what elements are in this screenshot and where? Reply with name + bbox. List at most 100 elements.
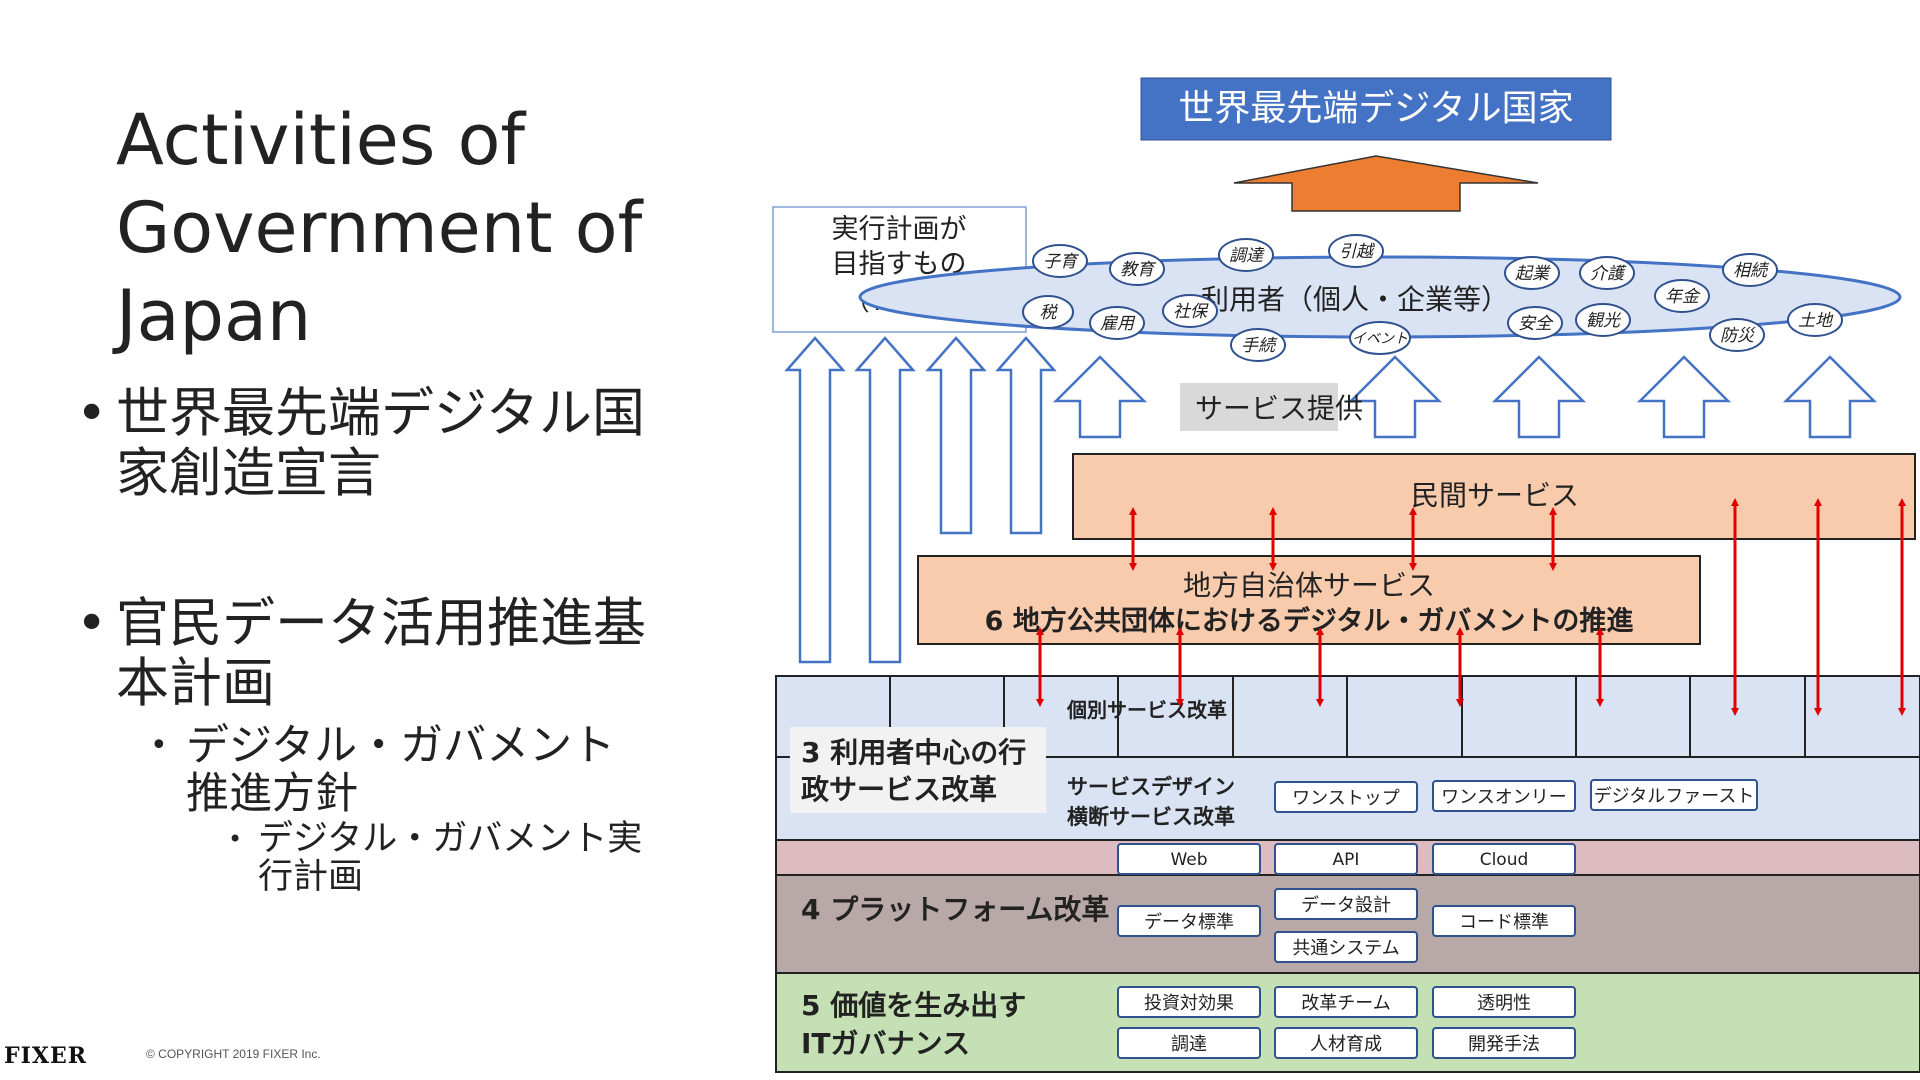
- transparency-box: [1432, 986, 1576, 1018]
- goal-box: [1140, 77, 1612, 141]
- bubble-label: 社保: [1173, 302, 1209, 322]
- bullet-dot: •: [76, 593, 108, 654]
- bubble-label: 税: [1040, 303, 1059, 323]
- api-box: [1274, 843, 1418, 875]
- tobe-line-1: 実行計画が: [832, 214, 967, 245]
- bubble-label: 防災: [1720, 326, 1756, 346]
- bubble: [1787, 303, 1843, 337]
- bubble: [1504, 256, 1560, 290]
- bubble: [1032, 244, 1088, 278]
- platform-item-buttons: データ標準 データ設計 共通システム コード標準: [1117, 888, 1576, 963]
- roi-box: [1117, 986, 1261, 1018]
- roi-label: 投資対効果: [1144, 993, 1234, 1014]
- private-service-label: 民間サービス: [1411, 479, 1579, 512]
- bullet-digital-government-policy: • デジタル・ガバメント推進方針: [150, 721, 646, 819]
- goal-title: 世界最先端デジタル国家: [1178, 88, 1573, 129]
- bubble: [1089, 306, 1145, 340]
- governance-title-line-1: 5 価値を生み出す: [801, 989, 1026, 1022]
- digital-first-box: [1590, 779, 1758, 811]
- bubble: [1654, 279, 1710, 313]
- reform3-title-line-1: 3 利用者中心の行: [801, 736, 1026, 769]
- platform-title: 4 プラットフォーム改革: [801, 893, 1109, 926]
- users-label: 利用者（個人・企業等）: [1201, 283, 1509, 316]
- data-standard-label: データ標準: [1144, 912, 1234, 933]
- service-provision-box: [1180, 383, 1338, 431]
- reform3-title-line-2: 政サービス改革: [801, 773, 997, 806]
- bubble: [1230, 328, 1286, 362]
- bubble: [1022, 295, 1074, 329]
- bullet-digital-nation-declaration: • 世界最先端デジタル国家創造宣言: [76, 383, 656, 504]
- bubble-label: 観光: [1586, 311, 1622, 331]
- tall-up-arrow-3: [925, 336, 987, 535]
- bubble: [1328, 234, 1384, 268]
- bubble: [1507, 306, 1563, 340]
- web-box: [1117, 843, 1261, 875]
- cloud-label: Cloud: [1480, 850, 1529, 870]
- data-design-label: データ設計: [1301, 895, 1391, 916]
- reform3-title-box: [790, 727, 1046, 813]
- bullet-text: デジタル・ガバメント推進方針: [186, 721, 616, 819]
- bubble: [1162, 294, 1218, 328]
- orange-up-arrow: [1233, 155, 1539, 212]
- hr-development-box: [1274, 1027, 1418, 1059]
- code-standard-label: コード標準: [1459, 912, 1549, 933]
- api-label: API: [1333, 850, 1360, 870]
- service-arrows: [1052, 355, 1878, 439]
- bullet-dot: •: [228, 825, 243, 853]
- dev-method-box: [1432, 1027, 1576, 1059]
- bubble: [1218, 238, 1274, 272]
- bubble-label: 調達: [1229, 246, 1265, 266]
- bubble: [1579, 256, 1635, 290]
- common-system-box: [1274, 931, 1418, 963]
- bullet-dot: •: [76, 383, 108, 444]
- bubble: [1349, 321, 1411, 355]
- bullet-digital-government-execution-plan: • デジタル・ガバメント実行計画: [228, 819, 648, 897]
- bullet-text: 世界最先端デジタル国家創造宣言: [116, 383, 645, 504]
- bubble-label: 土地: [1798, 311, 1834, 331]
- bubble: [1575, 303, 1631, 337]
- tall-up-arrow-4: [995, 336, 1057, 535]
- data-design-box: [1274, 888, 1418, 920]
- bubble: [1709, 318, 1765, 352]
- bubble-label: 起業: [1515, 264, 1551, 284]
- bubble-label: 介護: [1590, 264, 1627, 284]
- bullet-text: デジタル・ガバメント実行計画: [258, 819, 643, 897]
- governance-item-buttons: 投資対効果 改革チーム 透明性 調達 人材育成 開発手法: [1117, 986, 1576, 1059]
- transparency-label: 透明性: [1477, 993, 1531, 1014]
- bubble-label: 手続: [1241, 336, 1278, 356]
- tall-up-arrow-2: [854, 336, 916, 664]
- cloud-box: [1432, 843, 1576, 875]
- platform-tech-buttons: Web API Cloud: [1117, 843, 1576, 875]
- digital-first-label: デジタルファースト: [1594, 786, 1755, 807]
- reform-team-box: [1274, 986, 1418, 1018]
- data-standard-box: [1117, 905, 1261, 937]
- bubble-label: イベント: [1352, 331, 1408, 347]
- data-link-arrows: [1036, 498, 1906, 716]
- bubble: [1722, 253, 1778, 287]
- bubble-label: 子育: [1043, 252, 1080, 272]
- bubble-label: 引越: [1339, 242, 1376, 262]
- hr-development-label: 人材育成: [1310, 1034, 1382, 1055]
- individual-reform-label: 個別サービス改革: [1066, 698, 1227, 722]
- bubble-label: 年金: [1665, 287, 1701, 307]
- service-arrow-3: [1491, 355, 1587, 439]
- fixer-logo: FIXER: [4, 1043, 88, 1069]
- code-standard-box: [1432, 905, 1576, 937]
- local-service-title: 地方自治体サービス: [1183, 569, 1435, 602]
- page-title: Activities of Government of Japan: [116, 99, 643, 357]
- service-provision-label: サービス提供: [1195, 392, 1363, 425]
- once-only-box: [1432, 780, 1576, 812]
- local-government-box: [917, 555, 1701, 645]
- bubble-label: 安全: [1518, 314, 1554, 334]
- dev-method-label: 開発手法: [1468, 1034, 1540, 1055]
- bullet-data-utilization-plan: • 官民データ活用推進基本計画: [76, 594, 656, 714]
- one-stop-label: ワンストップ: [1292, 788, 1400, 809]
- service-arrow-4: [1636, 355, 1732, 439]
- service-arrow-2: [1347, 355, 1443, 439]
- copyright-text: © COPYRIGHT 2019 FIXER Inc.: [146, 1047, 321, 1061]
- bubble-label: 相続: [1733, 261, 1770, 281]
- service-design-line-1: サービスデザイン: [1067, 775, 1235, 799]
- reform-team-label: 改革チーム: [1301, 993, 1390, 1014]
- service-arrow-5: [1782, 355, 1878, 439]
- bubble-label: 教育: [1120, 260, 1157, 280]
